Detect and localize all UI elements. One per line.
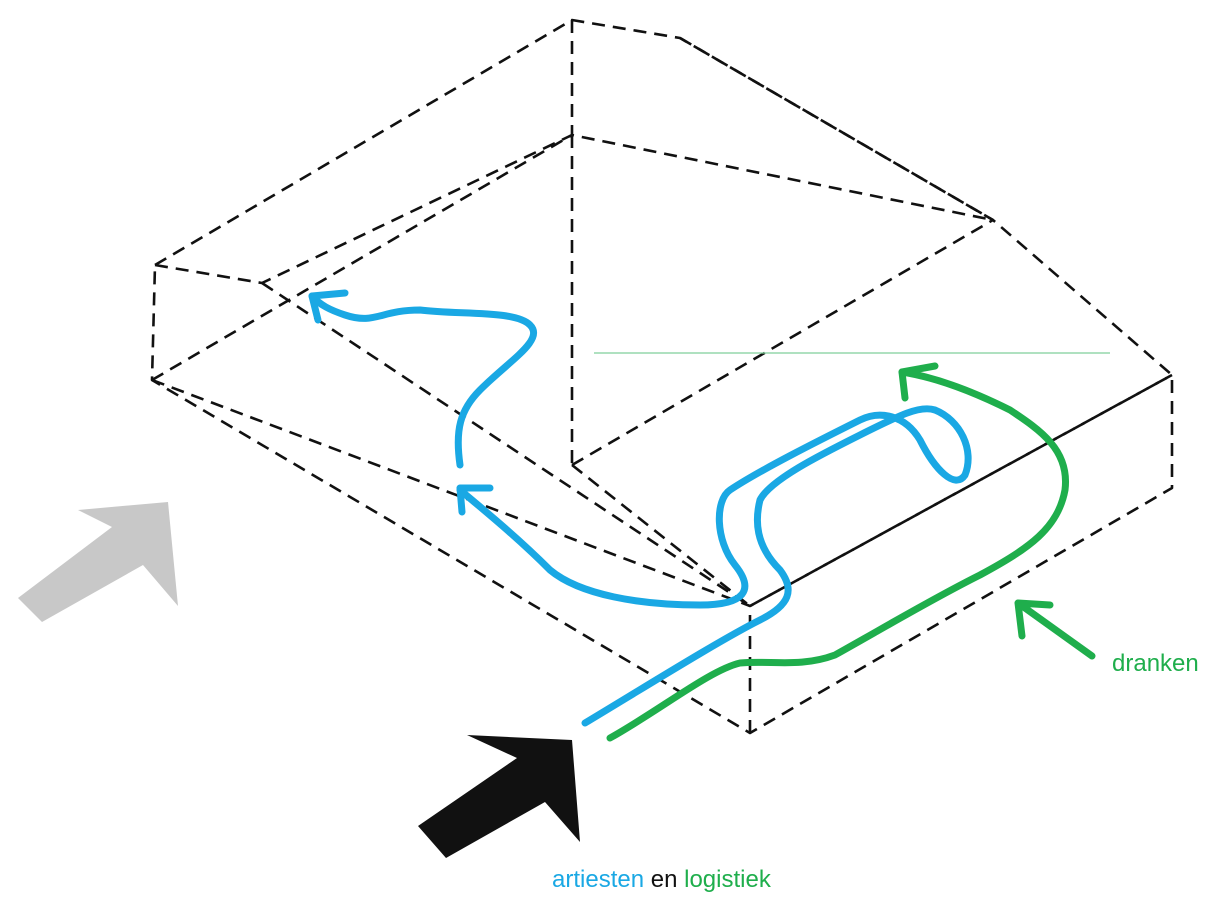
logistiek-route-path: [606, 368, 1070, 742]
building-outer-edges: [150, 18, 1174, 735]
building-interior-partitions: [571, 218, 1173, 608]
dranken-pointer: [1014, 599, 1096, 660]
artiesten-arrowhead-mid: [456, 484, 494, 516]
logistiek-route: [606, 362, 1070, 742]
caption-en: en: [650, 866, 678, 893]
artiesten-route: [308, 289, 972, 727]
artiesten-arrowhead-top: [308, 289, 349, 324]
artiesten-route-path: [456, 405, 972, 727]
main-entrance-arrow-icon: [418, 735, 580, 858]
logistiek-arrowhead: [898, 362, 939, 402]
artiesten-route-upper-path: [308, 292, 538, 469]
caption: artiesten en logistiek: [552, 866, 771, 894]
building-inner-top-edges: [154, 20, 994, 608]
dranken-pointer-icon: [1014, 599, 1096, 660]
dranken-label: dranken: [1112, 650, 1199, 677]
caption-artiesten: artiesten: [552, 866, 645, 893]
caption-logistiek: logistiek: [684, 866, 771, 893]
building-outline: [150, 18, 1174, 735]
secondary-entrance-arrow-icon: [18, 502, 178, 622]
